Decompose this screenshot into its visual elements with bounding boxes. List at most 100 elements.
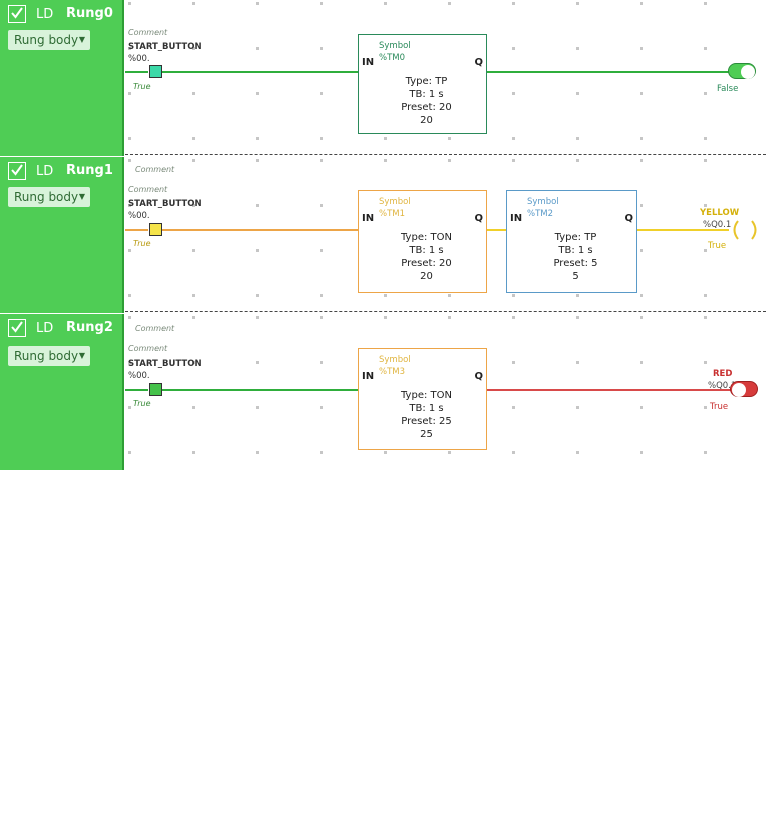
rung-sidebar: LD Rung0 Rung body ▼ [0, 0, 124, 156]
rung-2-grid: Comment Comment START_BUTTON %00. True S… [125, 314, 766, 824]
rung-body-dropdown[interactable]: Rung body ▼ [8, 187, 90, 207]
grid-dot [320, 294, 323, 297]
block-in: IN [362, 371, 375, 382]
grid-dot [256, 316, 259, 319]
block-tag: %TM3 [379, 367, 406, 377]
grid-dot [448, 294, 451, 297]
grid-dot [128, 47, 131, 50]
contact-value: True [133, 239, 151, 248]
grid-dot [256, 204, 259, 207]
comment-label[interactable]: Comment [128, 185, 168, 194]
grid-dot [640, 249, 643, 252]
timer-block-tm0[interactable]: Symbol %TM0 IN Q Type: TP TB: 1 s Preset… [358, 34, 487, 134]
block-q: Q [474, 213, 483, 224]
rung-sidebar: LD Rung2 Rung body ▼ [0, 314, 124, 470]
grid-dot [384, 451, 387, 454]
block-symbol: Symbol [527, 197, 559, 207]
grid-dot [512, 159, 515, 162]
contact-value: True [133, 82, 151, 91]
wire [162, 71, 358, 73]
grid-dot [128, 451, 131, 454]
grid-dot [704, 406, 707, 409]
rung-comment-label[interactable]: Comment [135, 165, 175, 174]
timer-block-tm2[interactable]: Symbol %TM2 IN Q Type: TP TB: 1 s Preset… [506, 190, 637, 293]
grid-dot [256, 2, 259, 5]
grid-dot [704, 361, 707, 364]
rung-separator [125, 311, 766, 312]
grid-dot [192, 159, 195, 162]
wire [487, 389, 731, 391]
caret-down-icon: ▼ [78, 351, 85, 360]
block-preset: Preset: 5 [553, 258, 598, 269]
checkbox-checked-icon[interactable] [8, 5, 26, 23]
caret-down-icon: ▼ [78, 35, 85, 44]
contact-start-button[interactable] [149, 223, 162, 236]
block-preset: Preset: 20 [401, 102, 452, 113]
rung-body-dropdown[interactable]: Rung body ▼ [8, 346, 90, 366]
contact-start-button[interactable] [149, 383, 162, 396]
block-q: Q [624, 213, 633, 224]
grid-dot [704, 249, 707, 252]
block-value: 20 [420, 271, 433, 282]
grid-dot [704, 451, 707, 454]
grid-dot [576, 316, 579, 319]
contact-value: True [133, 399, 151, 408]
grid-dot [640, 47, 643, 50]
block-type: Type: TP [554, 232, 597, 243]
grid-dot [704, 92, 707, 95]
block-q: Q [474, 371, 483, 382]
checkbox-checked-icon[interactable] [8, 319, 26, 337]
rung-1: LD Rung1 Rung body ▼ [0, 157, 766, 313]
grid-dot [256, 249, 259, 252]
timer-block-tm3[interactable]: Symbol %TM3 IN Q Type: TON TB: 1 s Prese… [358, 348, 487, 450]
comment-label[interactable]: Comment [128, 344, 168, 353]
block-tb: TB: 1 s [558, 245, 593, 256]
grid-dot [384, 137, 387, 140]
grid-dot [320, 159, 323, 162]
timer-block-tm1[interactable]: Symbol %TM1 IN Q Type: TON TB: 1 s Prese… [358, 190, 487, 293]
grid-dot [448, 137, 451, 140]
toggle-knob [741, 65, 755, 79]
grid-dot [640, 451, 643, 454]
output-name: RED [713, 369, 733, 379]
grid-dot [128, 2, 131, 5]
grid-dot [448, 316, 451, 319]
output-toggle[interactable] [730, 381, 758, 397]
grid-dot [448, 159, 451, 162]
grid-dot [384, 2, 387, 5]
toggle-knob [732, 383, 746, 397]
grid-dot [128, 361, 131, 364]
grid-dot [192, 361, 195, 364]
block-tb: TB: 1 s [409, 89, 444, 100]
block-preset: Preset: 20 [401, 258, 452, 269]
block-q: Q [474, 57, 483, 68]
grid-dot [448, 2, 451, 5]
grid-dot [704, 316, 707, 319]
grid-dot [128, 92, 131, 95]
grid-dot [192, 204, 195, 207]
comment-label[interactable]: Comment [128, 28, 168, 37]
output-coil[interactable] [729, 219, 761, 241]
block-in: IN [510, 213, 523, 224]
grid-dot [640, 137, 643, 140]
contact-start-button[interactable] [149, 65, 162, 78]
rung-0: LD Rung0 Rung body ▼ [0, 0, 766, 156]
rung-body-dropdown[interactable]: Rung body ▼ [8, 30, 90, 50]
block-symbol: Symbol [379, 197, 411, 207]
block-type: Type: TP [405, 76, 448, 87]
output-toggle[interactable] [728, 63, 756, 79]
block-tag: %TM0 [379, 53, 406, 63]
grid-dot [128, 137, 131, 140]
rung-comment-label[interactable]: Comment [135, 324, 175, 333]
contact-address: %00. [128, 371, 150, 381]
grid-dot [576, 361, 579, 364]
grid-dot [128, 204, 131, 207]
block-in: IN [362, 57, 375, 68]
checkbox-checked-icon[interactable] [8, 162, 26, 180]
wire [125, 229, 148, 231]
grid-dot [256, 47, 259, 50]
wire [637, 229, 729, 231]
grid-dot [256, 159, 259, 162]
grid-dot [704, 137, 707, 140]
output-address: %Q0.1 [708, 381, 737, 391]
